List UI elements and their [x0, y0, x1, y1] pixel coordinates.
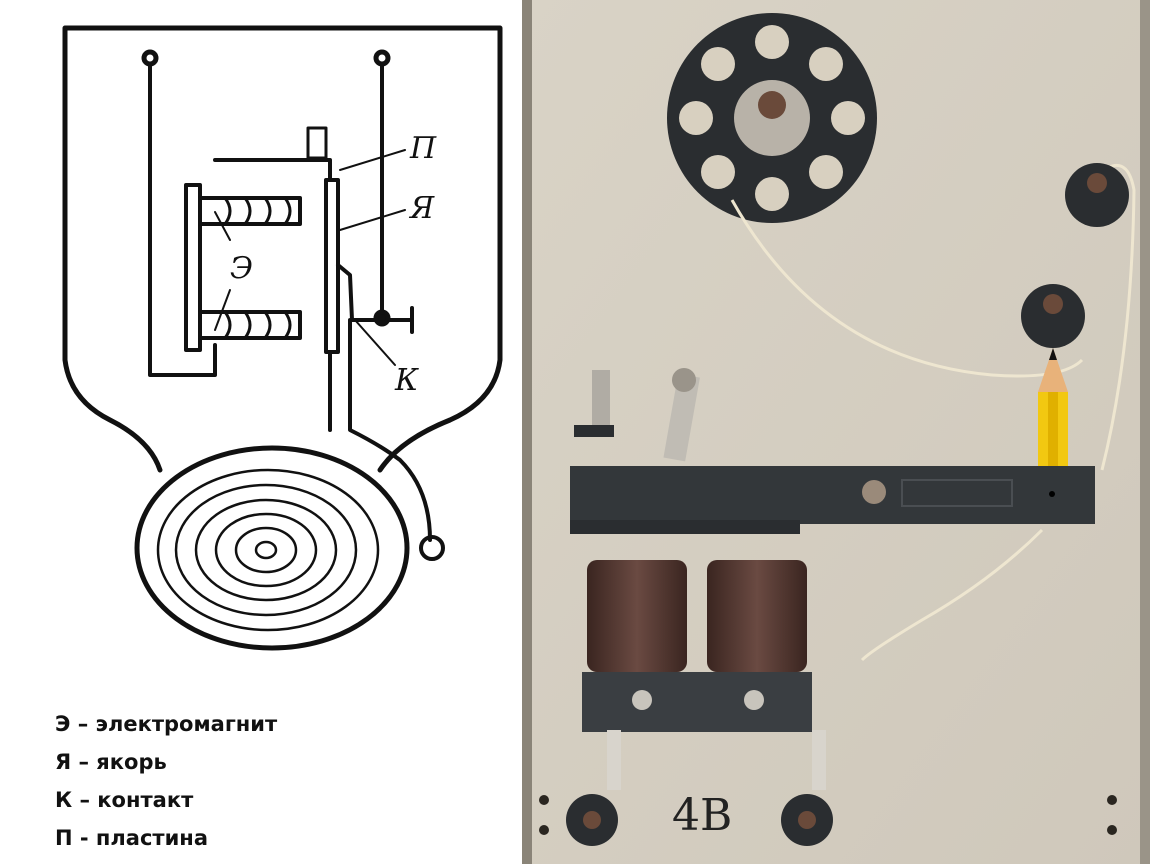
post-upper	[1065, 163, 1129, 227]
armature-bar	[570, 466, 1095, 524]
yoke	[213, 158, 332, 182]
coil-right	[707, 560, 807, 672]
voltage-label: 4В	[672, 790, 732, 841]
electric-bell-schematic: П Я Э К	[62, 25, 503, 651]
coil-left	[587, 560, 687, 672]
contact-spring	[336, 263, 432, 542]
legend: Э – электромагнит Я – якорь К – контакт …	[55, 705, 277, 857]
label-contact: К	[394, 363, 419, 398]
label-plate: П	[409, 131, 437, 166]
housing-outline	[62, 25, 503, 473]
wire-spool	[667, 13, 877, 223]
legend-item: Я – якорь	[55, 750, 167, 774]
post-lower	[1021, 284, 1085, 348]
label-electromagnet: Э	[230, 251, 253, 286]
pencil-pointer	[1038, 348, 1068, 468]
electric-bell-photo: 4В	[522, 0, 1150, 864]
legend-item: Э – электромагнит	[55, 712, 278, 736]
hammer-ball	[419, 535, 445, 561]
legend-item: К – контакт	[55, 788, 194, 812]
legend-item: П - пластина	[55, 826, 208, 850]
armature	[324, 178, 340, 354]
label-armature: Я	[408, 191, 435, 226]
bell-dome	[134, 445, 410, 651]
